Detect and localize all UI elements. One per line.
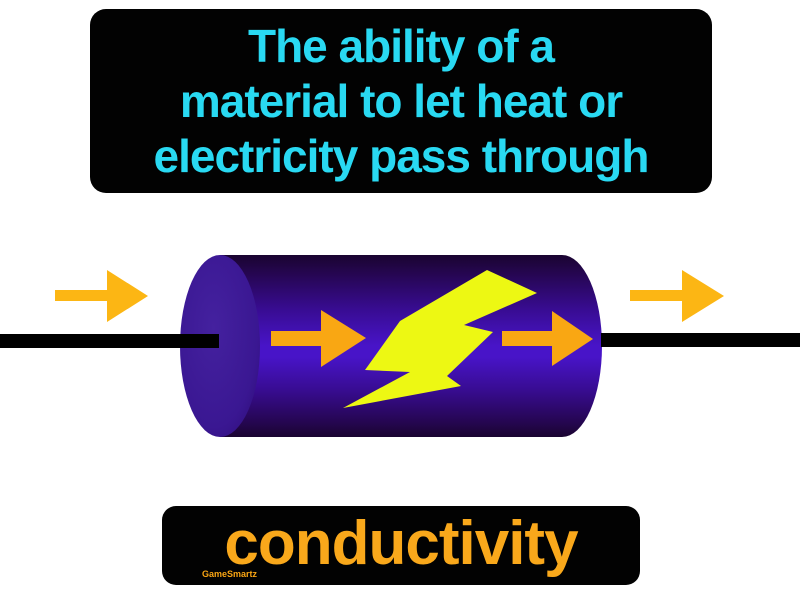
definition-line: electricity pass through [153, 129, 650, 182]
definition-line: The ability of a [247, 19, 555, 72]
flow-arrow-outer-right-icon [630, 270, 724, 322]
wire-right [601, 333, 800, 347]
term-label: conductivity [224, 509, 578, 578]
lightning-bolt-icon [343, 270, 537, 408]
watermark-label: GameSmartz [202, 569, 258, 579]
definition-line: material to let heat or [179, 74, 623, 127]
cylinder-left-cap [180, 255, 260, 437]
wire-left [0, 334, 219, 348]
definition-box: The ability of a material to let heat or… [90, 9, 712, 193]
term-box: conductivity GameSmartz [162, 506, 640, 585]
flow-arrow-outer-left-icon [55, 270, 148, 322]
flow-arrow-inner-left-icon [271, 310, 366, 367]
flow-arrow-inner-right-icon [502, 311, 593, 366]
